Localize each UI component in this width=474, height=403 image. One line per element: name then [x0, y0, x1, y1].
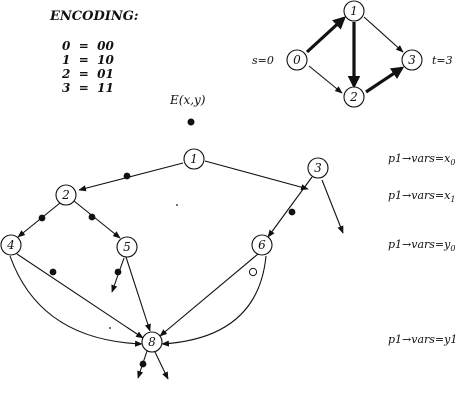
edge-4-8-direct: [16, 253, 144, 339]
node-1: [183, 148, 205, 170]
small-graph-source-label: s=0: [252, 54, 274, 67]
small-graph-target-label: t=3: [432, 54, 453, 67]
side-label-1: p1→vars=x1: [388, 189, 455, 204]
node-8-label: 8: [148, 335, 156, 349]
speck: [109, 327, 111, 329]
edge-8-out-right: [154, 351, 169, 380]
small-node-1: [343, 0, 365, 22]
node-8: [141, 331, 163, 353]
edge-1-3: [204, 160, 309, 191]
node-2: [55, 184, 77, 206]
edge-3-out: [321, 179, 344, 234]
edge-4-8-curve: [9, 255, 143, 347]
side-label-2: p1→vars=y0: [388, 238, 455, 253]
edge-marker-4-8: [49, 268, 57, 276]
edge-1-2: [78, 162, 184, 192]
small-edge-0-2: [308, 65, 343, 94]
node-5: [116, 236, 138, 258]
root-marker: [187, 118, 195, 126]
edge-5-8: [125, 256, 151, 332]
edge-marker-6-8-open: [248, 267, 258, 277]
small-edge-1-3: [363, 16, 404, 53]
node-6-label: 6: [258, 238, 266, 252]
node-4: [0, 234, 22, 256]
small-edge-2-3: [365, 66, 405, 94]
edge-marker-1-2: [123, 172, 131, 180]
edge-marker-8-out: [139, 360, 147, 368]
node-6: [251, 234, 273, 256]
speck: [176, 204, 178, 206]
edge-2-4: [17, 202, 61, 238]
small-graph: 0 1 2 3 s=0 t=3: [252, 0, 453, 108]
encoding-line-1: 1 = 10: [62, 53, 114, 67]
node-3-label: 3: [314, 161, 322, 175]
small-node-3-label: 3: [408, 53, 416, 67]
node-4-label: 4: [6, 238, 15, 252]
node-2-label: 2: [61, 188, 70, 202]
encoding-line-0: 0 = 00: [62, 39, 114, 53]
edge-6-8-curve: [161, 255, 267, 347]
side-label-3: p1→vars=y1: [388, 333, 457, 346]
small-node-0-label: 0: [293, 53, 301, 67]
edge-2-5: [73, 200, 121, 239]
small-edge-0-1: [305, 16, 346, 54]
edge-marker-2-4: [38, 214, 46, 222]
main-graph: E(x,y) 1 2 3 4 5: [0, 93, 344, 380]
small-node-3: [401, 49, 423, 71]
encoding-line-2: 2 = 01: [61, 67, 114, 81]
encoding-line-3: 3 = 11: [62, 81, 114, 95]
node-1-label: 1: [190, 152, 198, 166]
node-5-label: 5: [123, 240, 131, 254]
edge-marker-3-6: [288, 208, 296, 216]
edge-marker-2-5: [88, 213, 96, 221]
small-node-0: [286, 49, 308, 71]
small-node-1-label: 1: [350, 4, 358, 18]
edge-marker-5-out: [114, 268, 122, 276]
side-label-0: p1→vars=x0: [388, 152, 455, 167]
side-labels: p1→vars=x0 p1→vars=x1 p1→vars=y0 p1→vars…: [388, 152, 457, 346]
node-3: [307, 157, 329, 179]
small-node-2: [343, 86, 365, 108]
encoding-title: ENCODING:: [49, 9, 139, 24]
encoding-block: ENCODING: 0 = 00 1 = 10 2 = 01 3 = 11: [49, 9, 139, 95]
small-node-2-label: 2: [349, 90, 358, 104]
root-label: E(x,y): [169, 93, 206, 107]
edge-6-8-direct: [159, 253, 259, 337]
edge-3-6: [267, 176, 313, 238]
